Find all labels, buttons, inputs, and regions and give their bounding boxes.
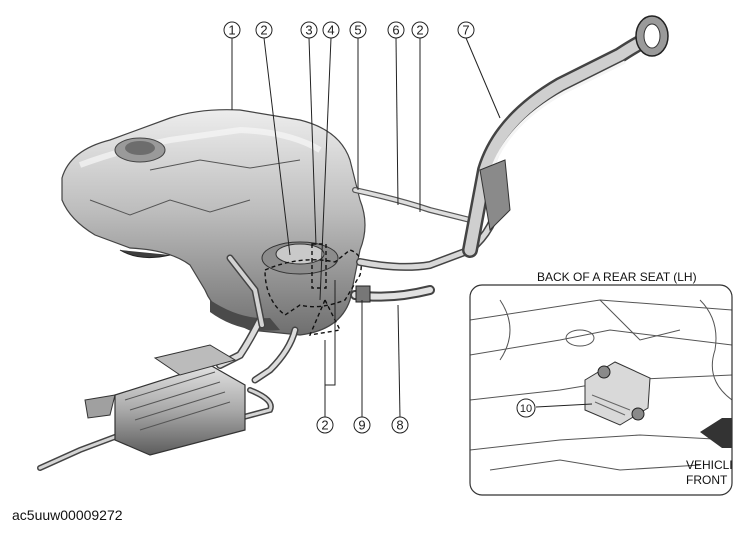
callout-2: 2 xyxy=(316,416,334,434)
inset-component xyxy=(584,361,651,426)
charcoal-canister xyxy=(84,344,246,456)
callout-10: 10 xyxy=(516,398,536,418)
svg-text:10: 10 xyxy=(520,403,532,415)
fuel-pipes xyxy=(37,187,504,471)
leader-lines xyxy=(231,37,501,419)
svg-text:7: 7 xyxy=(462,23,469,38)
reference-code: ac5uuw00009272 xyxy=(12,507,123,523)
callout-1: 1 xyxy=(223,21,241,39)
callouts: 1 2 3 4 5 6 2 7 2 9 8 10 xyxy=(223,21,536,434)
fuel-filler-pipe xyxy=(462,15,669,258)
inset-title: BACK OF A REAR SEAT (LH) xyxy=(537,270,697,284)
fuel-tank xyxy=(61,109,366,336)
inset-view: VEHICLE FRONT BACK OF A REAR SEAT (LH) xyxy=(469,270,737,496)
callout-7: 7 xyxy=(457,21,475,39)
svg-text:2: 2 xyxy=(416,23,423,38)
vehicle-front-arrow-icon xyxy=(700,418,732,448)
callout-2: 2 xyxy=(411,21,429,39)
svg-text:1: 1 xyxy=(228,23,235,38)
svg-text:2: 2 xyxy=(260,23,267,38)
callout-4: 4 xyxy=(322,21,340,39)
fuel-pump-dashed-outline xyxy=(264,243,362,336)
svg-text:4: 4 xyxy=(327,23,334,38)
callout-5: 5 xyxy=(349,21,367,39)
callout-8: 8 xyxy=(391,416,409,434)
vehicle-front-label-line2: FRONT xyxy=(686,473,728,487)
svg-text:5: 5 xyxy=(354,23,361,38)
svg-text:2: 2 xyxy=(321,418,328,433)
hose-clip xyxy=(355,285,371,303)
callout-3: 3 xyxy=(300,21,318,39)
vehicle-front-label-line1: VEHICLE xyxy=(686,458,737,472)
svg-text:8: 8 xyxy=(396,418,403,433)
svg-text:6: 6 xyxy=(392,23,399,38)
callout-9: 9 xyxy=(353,416,371,434)
svg-text:9: 9 xyxy=(358,418,365,433)
callout-2: 2 xyxy=(255,21,273,39)
callout-6: 6 xyxy=(387,21,405,39)
svg-text:3: 3 xyxy=(305,23,312,38)
